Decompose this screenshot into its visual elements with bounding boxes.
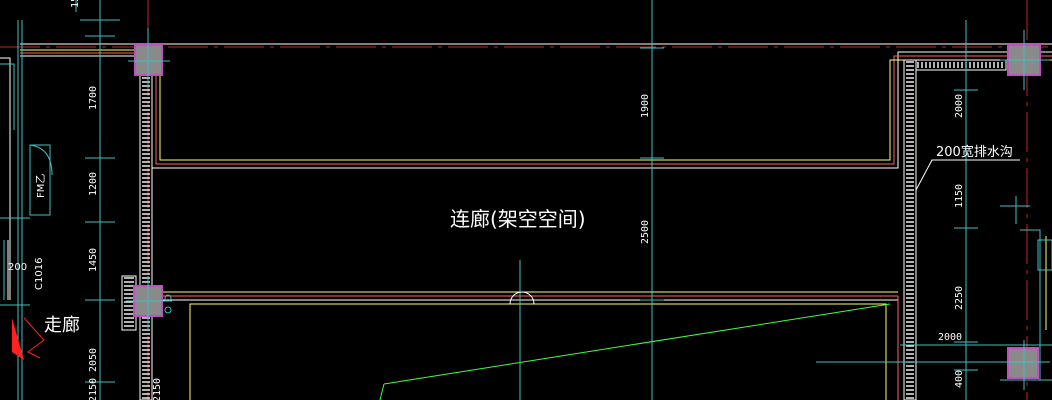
columns	[126, 28, 1050, 390]
dim-left-3: 1450	[88, 248, 99, 272]
dim-left-5: 2150	[88, 378, 99, 400]
dim-left-1: 1700	[88, 86, 99, 110]
column-bottom-right	[1007, 347, 1039, 379]
dim-right-2: 1150	[954, 184, 965, 208]
window-tag-label: C1016	[34, 258, 45, 290]
dim-left-6: 2150	[152, 378, 163, 400]
dim-left-2: 1200	[88, 172, 99, 196]
door-tag-label: FM乙	[35, 174, 47, 198]
left-corridor-area	[0, 0, 77, 400]
dim-center-2: 2500	[640, 220, 651, 244]
pipe-marker-2	[164, 306, 172, 314]
upper-room-outline	[151, 51, 1052, 169]
gutter-note-label: 200宽排水沟	[936, 144, 1013, 160]
pipe-marker-1	[164, 294, 172, 302]
dim-right-5: 400	[954, 370, 965, 388]
window-width-label: 200	[8, 262, 27, 273]
dim-center-1: 1900	[640, 94, 651, 118]
corridor-label: 走廊	[44, 315, 80, 336]
right-room-edge	[1000, 229, 1052, 381]
dim-top: 150	[70, 0, 81, 8]
right-hatch-wall	[903, 59, 917, 400]
guide-lines	[80, 0, 1052, 400]
entry-arrow	[12, 317, 45, 360]
slope-line	[383, 303, 891, 385]
gutter-leader	[915, 159, 1020, 191]
room-name-label: 连廊(架空空间)	[450, 207, 586, 231]
dim-right-4: 2000	[938, 332, 962, 343]
dim-right-3: 2250	[954, 286, 965, 310]
top-wall	[20, 43, 1052, 57]
dim-left-4: 2050	[88, 348, 99, 372]
walkway-lower-edge	[160, 291, 899, 400]
dim-right-1: 2000	[954, 94, 965, 118]
drain-arc	[509, 291, 535, 305]
top-right-hatch	[915, 59, 1007, 71]
door-frame	[29, 144, 51, 216]
door-swing	[29, 144, 53, 176]
